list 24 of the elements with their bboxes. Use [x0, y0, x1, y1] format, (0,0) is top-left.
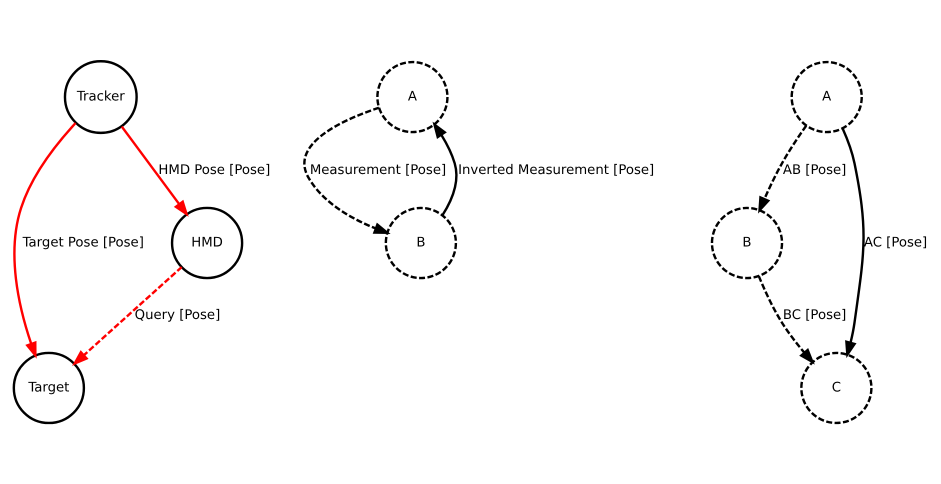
arrow [841, 128, 864, 358]
arrow [758, 125, 807, 214]
node-circle: A [376, 60, 448, 134]
node-circle: B [710, 206, 783, 280]
edge-label: Target Pose [Pose] [22, 235, 144, 250]
edge-label: AC [Pose] [863, 235, 927, 250]
arrow [432, 122, 458, 216]
arrow [302, 106, 390, 234]
node-circle: A [790, 60, 862, 134]
edge-label: AB [Pose] [782, 162, 846, 178]
arrow [757, 276, 814, 365]
node-circle: B [384, 206, 457, 280]
edge-label: Measurement [Pose] [309, 162, 446, 178]
edge-label: BC [Pose] [782, 308, 846, 323]
edge-label: Query [Pose] [134, 308, 220, 323]
node-circle: Target [12, 352, 85, 424]
node-circle: Tracker [63, 60, 138, 134]
node-circle: HMD [170, 206, 243, 280]
arrow [120, 126, 188, 217]
node-circle: C [800, 352, 872, 424]
arrow [72, 266, 182, 366]
edge-label: HMD Pose [Pose] [158, 162, 270, 178]
edge-label: Inverted Measurement [Pose] [458, 162, 654, 178]
arrow [12, 122, 76, 359]
